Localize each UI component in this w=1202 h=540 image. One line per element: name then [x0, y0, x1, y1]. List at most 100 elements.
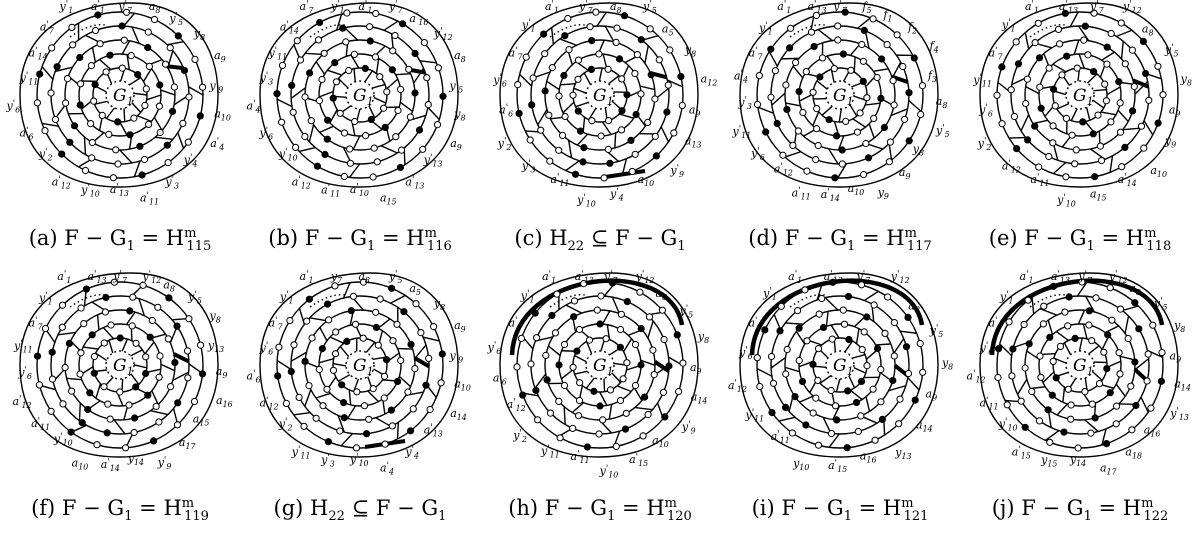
vertex-label: y'1 — [762, 287, 777, 302]
center-label: G1 — [593, 86, 614, 108]
white-vertex — [646, 25, 654, 33]
white-vertex — [314, 36, 323, 44]
white-vertex — [332, 328, 340, 336]
spoke-edge — [1117, 109, 1129, 122]
spoke-edge — [304, 52, 323, 56]
black-vertex — [641, 393, 649, 401]
vertex-label: y'5 — [935, 124, 950, 139]
vertex-label: y'6 — [6, 100, 21, 115]
spoke-edge — [784, 366, 800, 373]
black-vertex — [637, 325, 645, 333]
white-vertex — [350, 50, 359, 59]
white-vertex — [380, 394, 388, 402]
white-vertex — [801, 286, 809, 294]
black-vertex — [1131, 358, 1139, 366]
white-vertex — [33, 99, 42, 107]
outer-boundary — [499, 2, 699, 188]
white-vertex — [122, 444, 130, 452]
vertex-label: a8 — [1129, 282, 1141, 297]
black-vertex — [1103, 43, 1111, 51]
outer-boundary — [499, 272, 699, 458]
black-vertex — [339, 24, 347, 32]
white-vertex — [437, 379, 445, 387]
black-vertex — [1142, 69, 1150, 78]
vertex-label: y'6 — [258, 127, 273, 142]
vertex-label: a'12 — [507, 398, 526, 413]
caption-f: (f) F − G1 = Hm119 — [31, 496, 209, 525]
white-vertex — [406, 113, 414, 121]
spoke-edge — [619, 113, 635, 119]
vertex-label: a9 — [899, 166, 911, 181]
vertex-label: a'7 — [748, 46, 763, 61]
black-vertex — [1129, 107, 1137, 115]
white-vertex — [1023, 75, 1032, 83]
vertex-label: y'3 — [737, 96, 752, 111]
white-vertex — [559, 131, 567, 139]
white-vertex — [658, 306, 666, 314]
vertex-label: y'3 — [320, 454, 335, 469]
white-vertex — [840, 320, 849, 328]
ring — [756, 11, 924, 179]
vertex-label: y'5 — [1153, 297, 1168, 312]
spoke-edge — [770, 356, 786, 369]
ring — [770, 295, 910, 435]
white-vertex — [877, 398, 885, 406]
spoke-edge — [792, 65, 804, 79]
white-vertex — [807, 28, 816, 36]
white-vertex — [420, 39, 428, 47]
white-vertex — [1084, 51, 1092, 59]
black-vertex — [196, 112, 204, 120]
black-vertex — [762, 128, 770, 136]
black-vertex — [1103, 440, 1111, 448]
spoke-edge — [153, 117, 163, 131]
black-vertex — [102, 293, 110, 302]
white-vertex — [593, 306, 601, 314]
vertex-label: a'13 — [1051, 270, 1070, 285]
black-vertex — [1139, 37, 1147, 46]
black-vertex — [825, 116, 833, 124]
black-vertex — [1009, 345, 1017, 353]
black-vertex — [1046, 333, 1054, 341]
vertex-label: a'4 — [734, 69, 748, 84]
white-vertex — [376, 295, 384, 303]
spoke-edge — [816, 80, 828, 90]
white-vertex — [827, 386, 835, 395]
spoke-edge — [640, 359, 656, 366]
spoke-edge — [368, 105, 376, 118]
black-vertex — [274, 372, 282, 380]
vertex-label: a9 — [689, 104, 701, 119]
spoke-edge — [146, 94, 162, 101]
white-vertex — [116, 388, 124, 396]
spoke-edge — [395, 72, 411, 76]
black-vertex — [422, 381, 430, 389]
vertex-label: a'11 — [140, 192, 159, 207]
white-vertex — [595, 50, 603, 58]
white-vertex — [794, 127, 803, 135]
black-vertex — [579, 158, 587, 166]
black-vertex — [773, 119, 781, 128]
vertex-label: a16 — [1144, 424, 1161, 439]
white-vertex — [1039, 320, 1048, 328]
white-vertex — [890, 352, 898, 360]
white-vertex — [586, 23, 594, 31]
vertex-label: y'6 — [979, 342, 994, 357]
white-vertex — [185, 93, 193, 101]
white-vertex — [1115, 349, 1123, 357]
black-vertex — [1106, 389, 1114, 397]
spoke-edge — [819, 375, 832, 384]
white-vertex — [365, 415, 373, 423]
black-vertex — [555, 361, 563, 369]
black-vertex — [873, 344, 882, 353]
white-vertex — [388, 422, 396, 430]
white-vertex — [814, 141, 822, 150]
black-vertex — [809, 360, 817, 369]
vertex-label: y'5 — [679, 305, 694, 320]
spoke-edge — [329, 336, 345, 344]
spoke-edge — [565, 160, 580, 172]
black-vertex — [590, 387, 598, 395]
spoke-edge — [399, 101, 413, 112]
white-vertex — [1078, 278, 1086, 286]
white-vertex — [101, 308, 110, 316]
white-vertex — [290, 341, 298, 349]
